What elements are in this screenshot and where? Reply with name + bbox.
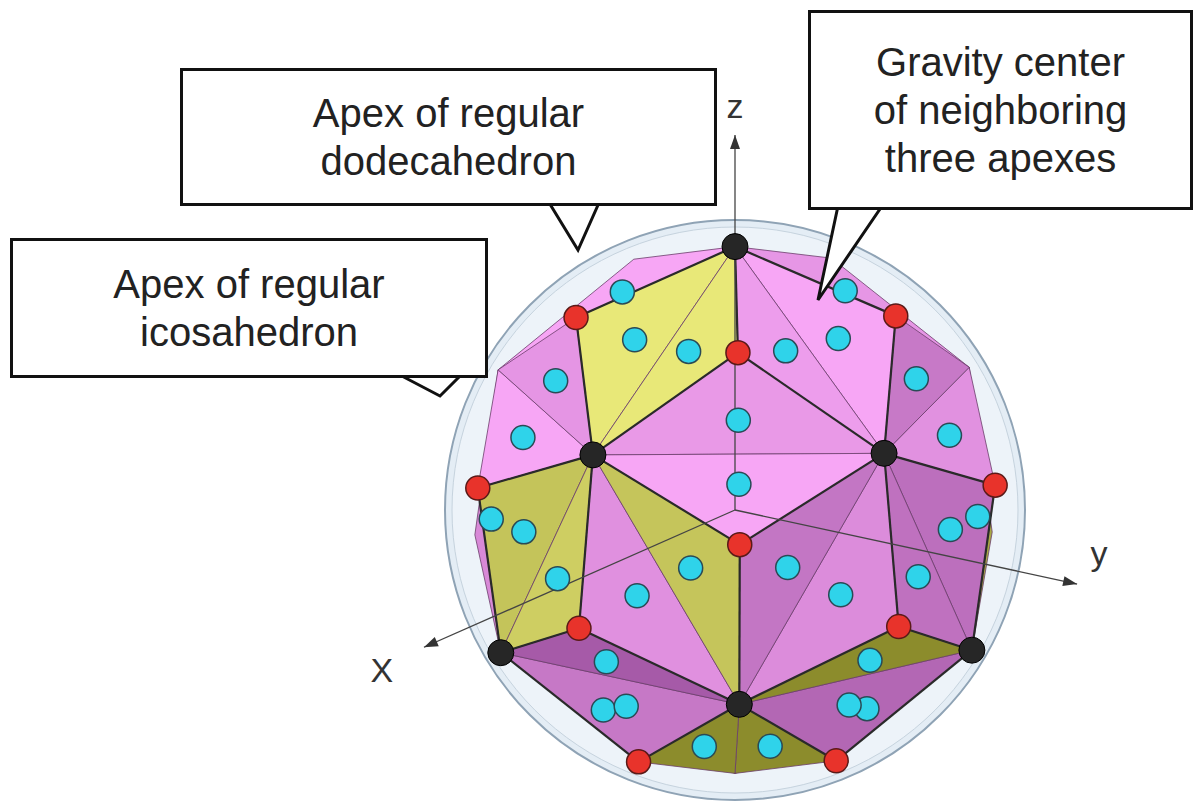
polyhedron-edge <box>739 627 898 705</box>
polyhedron-edge <box>836 650 972 761</box>
dodecahedron-apex-dot <box>564 306 588 330</box>
gravity-center-dot <box>906 565 930 589</box>
dodecahedron-apex-dot <box>627 750 651 774</box>
polyhedron-edge <box>738 545 741 705</box>
polyhedron-face <box>884 453 995 650</box>
dodecahedron-apex-dot <box>887 615 911 639</box>
icosahedron-apex-dot <box>722 234 748 260</box>
axis-line <box>734 135 735 510</box>
polyhedron-face <box>498 318 593 455</box>
callout-tail <box>818 206 882 300</box>
icosahedron-apex-dot <box>871 440 897 466</box>
dodecahedron-apex-dot <box>884 304 908 328</box>
axis-line <box>735 510 1077 584</box>
callout-box: Apex of regular dodecahedron <box>180 68 717 206</box>
gravity-center-dot <box>512 520 536 544</box>
axis-label: y <box>1091 536 1108 570</box>
gravity-center-dot <box>937 423 961 447</box>
dodecahedron-apex-dot <box>726 341 750 365</box>
axis-arrowhead <box>424 637 439 647</box>
polyhedron-edge <box>884 453 899 626</box>
polyhedron-edge <box>501 653 639 762</box>
axis-arrowhead <box>1062 576 1077 586</box>
dodecahedron-apex-dot <box>567 616 591 640</box>
callout-box: Gravity center of neighboring three apex… <box>808 10 1193 210</box>
gravity-center-dot <box>726 408 750 432</box>
polyhedron-face <box>593 353 884 455</box>
polyhedron-face <box>501 455 593 653</box>
polyhedron-edge <box>478 455 593 488</box>
icosahedron-apex-dot <box>726 691 752 717</box>
gravity-center-dot <box>594 650 618 674</box>
polyhedron-edge <box>579 455 593 628</box>
polyhedron-edge <box>639 704 740 762</box>
gravity-center-dot <box>591 698 615 722</box>
gravity-center-dot <box>679 556 703 580</box>
gravity-center-dot <box>692 735 716 759</box>
dodecahedron-apex-dot <box>466 476 490 500</box>
gravity-center-dot <box>625 584 649 608</box>
callout-text: Apex of regular dodecahedron <box>207 89 690 185</box>
gravity-center-dot <box>479 507 503 531</box>
gravity-center-dot <box>966 505 990 529</box>
polyhedron-edge <box>576 318 593 455</box>
icosahedron-apex-dot <box>580 442 606 468</box>
polyhedron-face <box>884 316 969 453</box>
polyhedron-edge <box>576 247 735 318</box>
polyhedron-edge <box>593 353 738 455</box>
polyhedron-edges <box>478 247 995 762</box>
axis-arrowhead <box>730 135 740 149</box>
polyhedron-edge <box>593 455 740 545</box>
gravity-center-dot <box>544 369 568 393</box>
gravity-center-dot <box>614 694 638 718</box>
gravity-center-dot <box>758 734 782 758</box>
dodecahedron-apex-dot <box>728 533 752 557</box>
polyhedron-face <box>478 455 593 653</box>
axis-line <box>424 510 735 647</box>
gravity-center-dot <box>727 472 751 496</box>
polyhedron-edge <box>740 453 884 544</box>
dodecahedron-apex-dot <box>824 749 848 773</box>
polyhedron-edge <box>735 247 896 316</box>
callout-box: Apex of regular icosahedron <box>10 238 488 378</box>
gravity-center-dot <box>776 555 800 579</box>
icosahedron-apex-dot <box>488 640 514 666</box>
polyhedron-edge <box>738 353 884 454</box>
axis-label: X <box>371 653 394 687</box>
apex-markers <box>466 234 1007 774</box>
polyhedron-edge <box>579 628 739 704</box>
gravity-center-dot <box>833 279 857 303</box>
polyhedron-edge <box>739 704 836 760</box>
polyhedron-edge <box>884 316 896 453</box>
gravity-center-dot <box>837 693 861 717</box>
callout-text: Apex of regular icosahedron <box>37 260 461 356</box>
axis-label: z <box>727 89 744 123</box>
gravity-center-dot <box>904 367 928 391</box>
gravity-center-dot <box>623 328 647 352</box>
gravity-center-dot <box>938 518 962 542</box>
gravity-center-dot <box>511 426 535 450</box>
polyhedron-face <box>593 453 884 544</box>
gravity-center-dot <box>858 648 882 672</box>
polyhedron-edge <box>884 453 995 485</box>
gravity-center-dot <box>826 327 850 351</box>
icosahedron-apex-dot <box>959 637 985 663</box>
coordinate-axes <box>424 135 1077 647</box>
gravity-center-dot <box>829 583 853 607</box>
gravity-center-dot <box>774 339 798 363</box>
callout-text: Gravity center of neighboring three apex… <box>859 38 1142 182</box>
dodecahedron-apex-dot <box>983 473 1007 497</box>
gravity-center-dot <box>610 280 634 304</box>
gravity-center-dot <box>546 567 570 591</box>
gravity-center-dot <box>677 339 701 363</box>
